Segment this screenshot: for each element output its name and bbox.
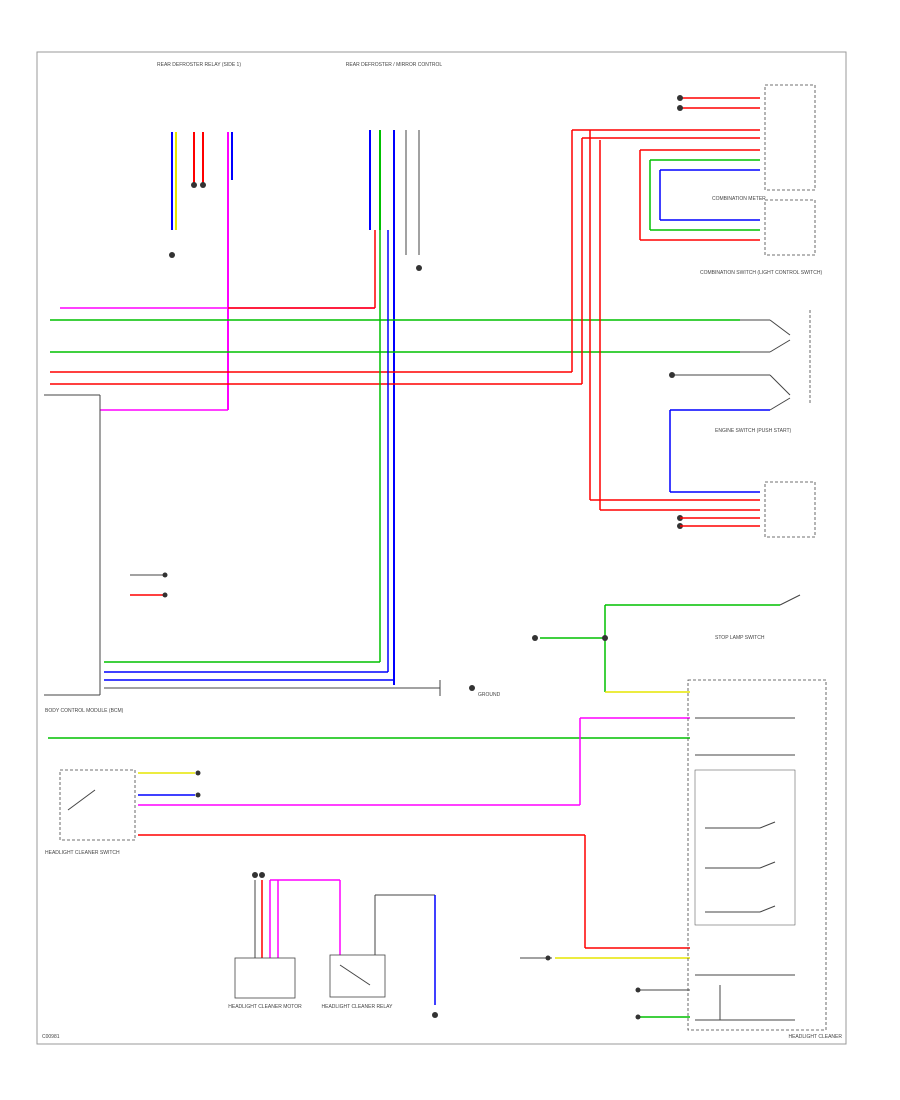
combination-meter-label: COMBINATION METER (712, 196, 766, 202)
combination-switch (740, 310, 811, 405)
engine-switch-label: ENGINE SWITCH (PUSH START) (715, 428, 792, 434)
combination-switch-label: COMBINATION SWITCH (LIGHT CONTROL SWITCH… (700, 270, 823, 276)
cleaner-motor-label: HEADLIGHT CLEANER MOTOR (228, 1004, 302, 1010)
bcm-connector (44, 230, 475, 696)
ground-label: GROUND (478, 692, 501, 698)
right-top-module-wires (639, 84, 816, 256)
bottom-components (234, 872, 552, 1018)
cleaner-relay-label: HEADLIGHT CLEANER RELAY (321, 1004, 393, 1010)
stop-lamp-switch-label: STOP LAMP SWITCH (715, 635, 765, 641)
left-top-connector (169, 132, 233, 410)
footer-right: HEADLIGHT CLEANER (788, 1034, 842, 1040)
headlight-cleaner-switch-label: HEADLIGHT CLEANER SWITCH (45, 850, 120, 856)
left-top-connector-label: REAR DEFROSTER RELAY (SIDE 1) (157, 62, 241, 68)
lower-wires (48, 717, 690, 1020)
bcm-label: BODY CONTROL MODULE (BCM) (45, 708, 124, 714)
middle-top-connector-label: REAR DEFROSTER / MIRROR CONTROL (345, 62, 443, 68)
headlight-cleaner-switch (59, 769, 136, 841)
middle-top-connector (369, 130, 422, 685)
body-control-module (687, 679, 827, 1031)
diagram-frame (36, 51, 847, 1045)
stop-lamp-switch (532, 594, 801, 693)
footer-left: C00981 (42, 1034, 60, 1040)
engine-switch (669, 372, 816, 538)
main-bus-wires (50, 129, 760, 511)
